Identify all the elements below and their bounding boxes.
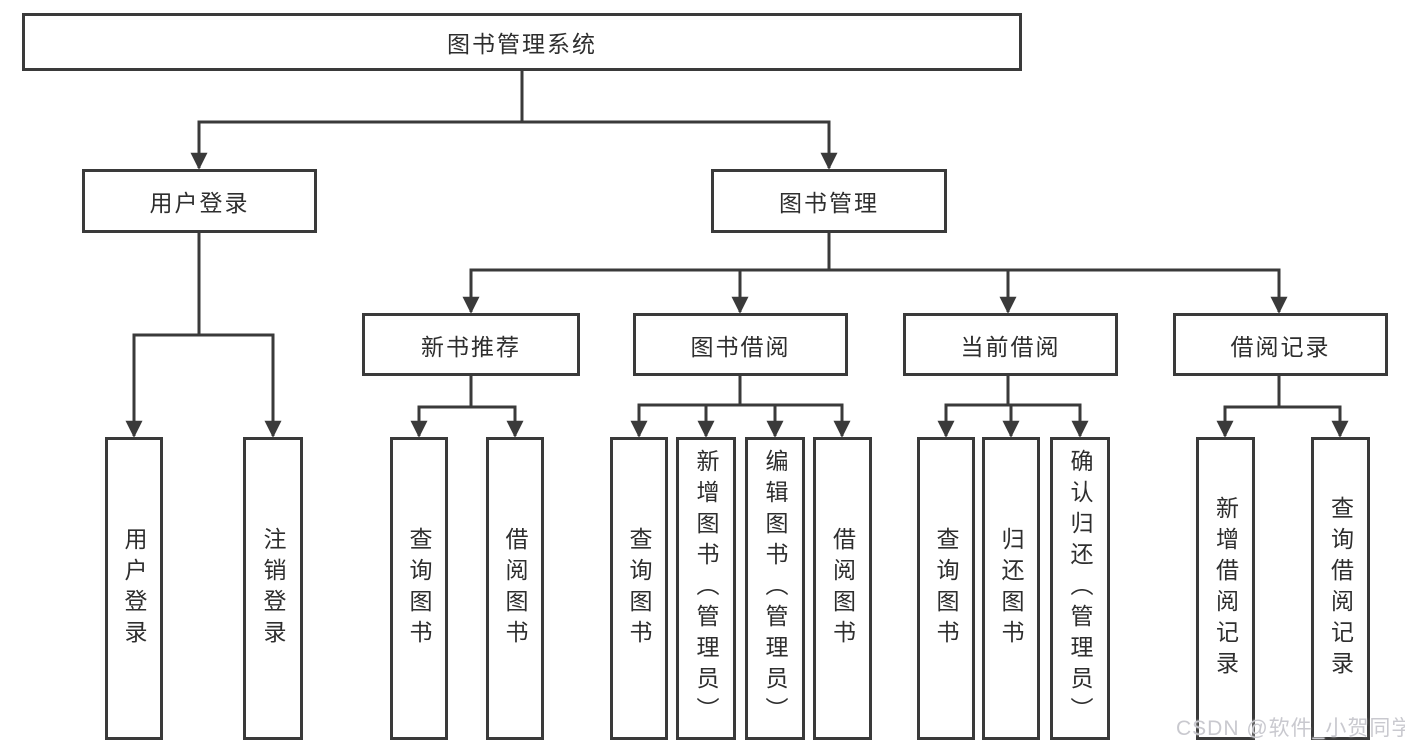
leaf-label: 注销登录 xyxy=(260,526,286,651)
leaf-logout: 注销登录 xyxy=(243,437,303,740)
leaf-label: 查询借阅记录 xyxy=(1327,495,1354,682)
leaf-add-borrow-record: 新增借阅记录 xyxy=(1196,437,1255,740)
leaf-user-login: 用户登录 xyxy=(105,437,163,740)
leaf-label: 借阅图书 xyxy=(502,526,528,651)
leaf-label: 新增借阅记录 xyxy=(1212,495,1239,682)
node-borrow-record: 借阅记录 xyxy=(1173,313,1388,376)
leaf-label: 查询图书 xyxy=(626,526,652,651)
node-new-book-recommend: 新书推荐 xyxy=(362,313,580,376)
leaf-label: 借阅图书 xyxy=(829,526,856,651)
leaf-label: 用户登录 xyxy=(121,526,147,651)
leaf-borrow-book: 借阅图书 xyxy=(486,437,544,740)
leaf-borrow-book: 借阅图书 xyxy=(813,437,872,740)
leaf-label: 新增图书（管理员） xyxy=(693,449,719,728)
node-user-login: 用户登录 xyxy=(82,169,317,233)
leaf-query-book: 查询图书 xyxy=(610,437,668,740)
leaf-label: 查询图书 xyxy=(406,526,432,651)
csdn-watermark: CSDN @软件_小贺同学 xyxy=(1176,717,1405,740)
leaf-edit-book-admin: 编辑图书（管理员） xyxy=(745,437,805,740)
leaf-query-book: 查询图书 xyxy=(390,437,448,740)
node-book-borrow: 图书借阅 xyxy=(633,313,848,376)
node-book-management: 图书管理 xyxy=(711,169,947,233)
node-current-borrow: 当前借阅 xyxy=(903,313,1118,376)
leaf-label: 编辑图书（管理员） xyxy=(762,449,788,728)
leaf-add-book-admin: 新增图书（管理员） xyxy=(676,437,736,740)
leaf-label: 确认归还（管理员） xyxy=(1067,449,1093,728)
node-library-management-system: 图书管理系统 xyxy=(22,13,1022,71)
leaf-query-book: 查询图书 xyxy=(917,437,975,740)
leaf-label: 归还图书 xyxy=(998,526,1024,651)
leaf-query-borrow-record: 查询借阅记录 xyxy=(1311,437,1370,740)
leaf-label: 查询图书 xyxy=(933,526,959,651)
leaf-confirm-return-admin: 确认归还（管理员） xyxy=(1050,437,1110,740)
leaf-return-book: 归还图书 xyxy=(982,437,1040,740)
